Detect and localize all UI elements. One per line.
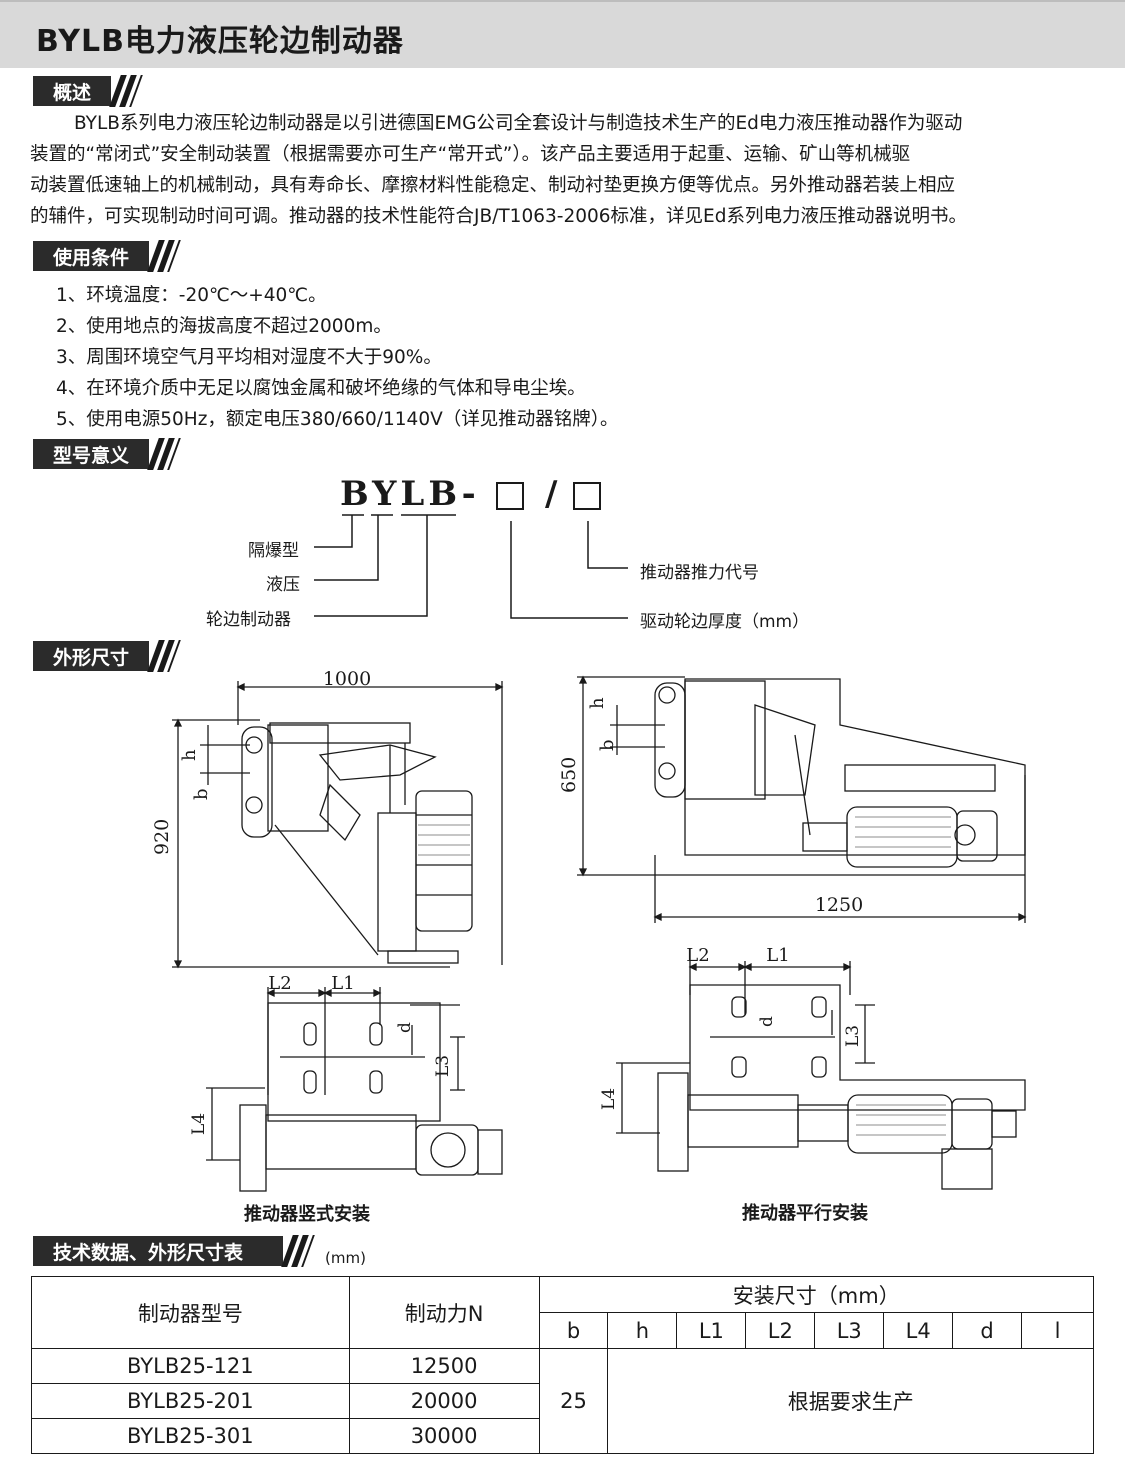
dim-vt-l1: L1 <box>331 973 354 994</box>
overview-line: 装置的“常闭式”安全制动装置（根据需要亦可生产“常开式”）。该产品主要适用于起重… <box>30 144 911 165</box>
section-label: 技术数据、外形尺寸表 <box>33 1236 284 1266</box>
page-title: BYLB电力液压轮边制动器 <box>36 24 404 59</box>
section-model-header: 型号意义 <box>33 438 181 470</box>
label-explosion: 隔爆型 <box>248 541 299 561</box>
subheader-cell: L3 <box>814 1312 885 1349</box>
dim-vt-l2: L2 <box>268 973 291 994</box>
slash-decoration <box>281 1235 315 1267</box>
dim-pt-l2: L2 <box>686 945 709 966</box>
section-dimensions-header: 外形尺寸 <box>33 640 181 672</box>
condition-item: 3、周围环境空气月平均相对湿度不大于90%。 <box>56 347 442 368</box>
section-table-header: 技术数据、外形尺寸表 (mm) <box>33 1235 366 1267</box>
subheader-cell: b <box>538 1312 609 1349</box>
cell-model: BYLB25-301 <box>31 1418 350 1454</box>
label-hydraulic: 液压 <box>266 575 300 595</box>
dim-vt-d: d <box>395 1022 415 1033</box>
dim-pt-l1: L1 <box>766 945 789 966</box>
dim-left-h: h <box>179 749 200 761</box>
caption-vertical-install: 推动器竖式安装 <box>244 1204 370 1225</box>
subheader-cell: h <box>607 1312 678 1349</box>
cell-force: 12500 <box>348 1348 540 1384</box>
subheader-cell: d <box>952 1312 1023 1349</box>
table-unit: (mm) <box>325 1249 366 1267</box>
subheader-cell: L4 <box>883 1312 954 1349</box>
section-label: 概述 <box>33 76 112 106</box>
label-wheel-brake: 轮边制动器 <box>206 610 291 630</box>
dim-pt-l4: L4 <box>599 1088 619 1110</box>
model-leader-lines <box>314 514 628 619</box>
subheader-cell: L1 <box>676 1312 747 1349</box>
overview-paragraph: BYLB系列电力液压轮边制动器是以引进德国EMG公司全套设计与制造技术生产的Ed… <box>30 108 1098 232</box>
dim-left-height: 920 <box>151 819 173 855</box>
dim-right-b: b <box>597 739 618 751</box>
section-label: 使用条件 <box>33 241 150 271</box>
model-box-thrust <box>573 482 601 510</box>
table-row: BYLB25-201 20000 <box>31 1383 1094 1419</box>
condition-item: 2、使用地点的海拔高度不超过2000m。 <box>56 316 392 337</box>
header-install: 安装尺寸（mm） <box>538 1276 1095 1313</box>
spec-table: 制动器型号 制动力N 安装尺寸（mm） b h L1 L2 L3 L4 d l … <box>31 1276 1095 1454</box>
subheader-row: b h L1 L2 L3 L4 d l <box>32 1312 1094 1349</box>
drawing-parallel-front: 650 1250 h b <box>558 675 1027 923</box>
model-code: BYLB- <box>340 474 480 514</box>
dim-right-width: 1250 <box>815 894 863 916</box>
dim-left-width: 1000 <box>323 668 371 690</box>
model-box-thickness <box>496 482 524 510</box>
cell-force: 20000 <box>348 1383 540 1419</box>
overview-line: 的辅件，可实现制动时间可调。推动器的技术性能符合JB/T1063-2006标准，… <box>30 206 967 227</box>
cell-model: BYLB25-121 <box>31 1348 350 1384</box>
model-slash: / <box>545 474 562 514</box>
drawing-vertical-top: L2 L1 d L3 L4 <box>189 973 503 1192</box>
label-thrust-code: 推动器推力代号 <box>640 563 759 583</box>
title-bar: BYLB电力液压轮边制动器 <box>0 0 1125 68</box>
conditions-list: 1、环境温度：-20℃～+40℃。 2、使用地点的海拔高度不超过2000m。 3… <box>56 280 619 435</box>
section-conditions-header: 使用条件 <box>33 240 181 272</box>
dim-pt-l3: L3 <box>843 1025 863 1047</box>
label-rim-thickness: 驱动轮边厚度（mm） <box>640 612 810 632</box>
condition-item: 5、使用电源50Hz，额定电压380/660/1140V（详见推动器铭牌）。 <box>56 409 619 430</box>
dim-right-h: h <box>587 697 608 709</box>
overview-line: 动装置低速轴上的机械制动，具有寿命长、摩擦材料性能稳定、制动衬垫更换方便等优点。… <box>30 175 956 196</box>
dim-vt-l4: L4 <box>189 1113 209 1135</box>
table-row: BYLB25-121 12500 25 根据要求生产 <box>31 1348 1094 1454</box>
cell-b-value: 25 <box>538 1348 609 1454</box>
condition-item: 1、环境温度：-20℃～+40℃。 <box>56 285 327 306</box>
subheader-cell: l <box>1021 1312 1094 1349</box>
section-overview-header: 概述 <box>33 75 143 107</box>
drawing-vertical-front: 1000 920 h b <box>151 668 504 969</box>
header-force: 制动力N <box>348 1276 540 1349</box>
dim-right-height: 650 <box>558 757 580 793</box>
cell-note: 根据要求生产 <box>607 1348 1094 1454</box>
overview-line: BYLB系列电力液压轮边制动器是以引进德国EMG公司全套设计与制造技术生产的Ed… <box>74 113 963 134</box>
caption-parallel-install: 推动器平行安装 <box>742 1203 868 1224</box>
subheader-cell: L2 <box>745 1312 816 1349</box>
cell-model: BYLB25-201 <box>31 1383 350 1419</box>
dim-pt-d: d <box>757 1016 777 1027</box>
condition-item: 4、在环境介质中无足以腐蚀金属和破坏绝缘的气体和导电尘埃。 <box>56 378 586 399</box>
section-label: 外形尺寸 <box>33 641 150 671</box>
header-model: 制动器型号 <box>31 1276 350 1349</box>
dim-vt-l3: L3 <box>433 1055 453 1077</box>
dim-left-b: b <box>191 788 212 800</box>
table-row: BYLB25-301 30000 <box>31 1418 1094 1454</box>
drawing-parallel-top: L2 L1 d L3 L4 <box>599 945 1026 1190</box>
section-label: 型号意义 <box>33 439 150 469</box>
cell-force: 30000 <box>348 1418 540 1454</box>
